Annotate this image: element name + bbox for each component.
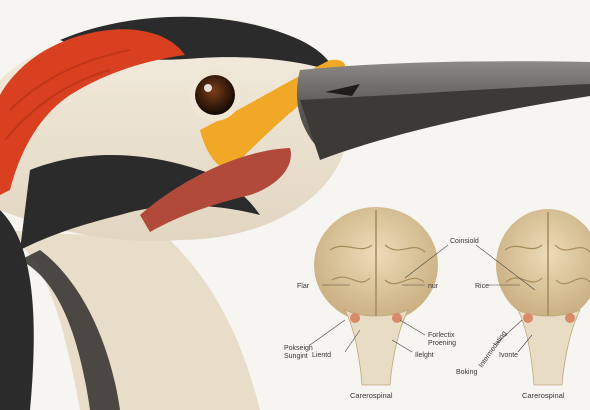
caption-right-diagram: Carerospinal	[522, 391, 565, 400]
vessel-right-a	[523, 313, 533, 323]
nostril	[325, 84, 360, 96]
label-lower-right-2: Proening	[428, 340, 456, 347]
skull-diagram-right: Rice Intermedating Ivonte Boking Careros…	[456, 209, 590, 400]
label-right-left-diagram: nur	[428, 283, 439, 290]
label-left-left-diagram: Flar	[297, 283, 310, 290]
vessel-left-a	[350, 313, 360, 323]
vessel-left-b	[392, 313, 402, 323]
red-crown	[0, 29, 185, 196]
label-lower-left-1: Pokseigh	[284, 345, 313, 352]
eye-highlight	[204, 84, 212, 92]
label-left-right-diagram: Rice	[475, 283, 489, 290]
label-lower-right-1: Forlectix	[428, 332, 455, 339]
spine-left	[344, 309, 409, 386]
label-lower-right-3: Ilelght	[415, 352, 434, 359]
label-top-left-diagram: Coinsiold	[450, 238, 479, 245]
brain-right	[496, 209, 590, 321]
spine-right	[517, 309, 581, 386]
mouth-gape	[140, 148, 291, 232]
label-lower-left-2: Sungint	[284, 353, 308, 360]
eye	[195, 75, 235, 115]
label-lower-mid-right-diagram: Ivonte	[499, 352, 518, 359]
black-stripe	[20, 250, 120, 410]
skull-diagram-left: Coinsiold Flar nur Pokseigh Sungint Lien…	[284, 207, 479, 400]
label-lower-mid: Lientd	[312, 352, 331, 359]
label-outer-right-diagram: Boking	[456, 369, 478, 376]
caption-left-diagram: Carerospinal	[350, 391, 393, 400]
vessel-right-b	[565, 313, 575, 323]
beak-lower	[300, 84, 590, 160]
